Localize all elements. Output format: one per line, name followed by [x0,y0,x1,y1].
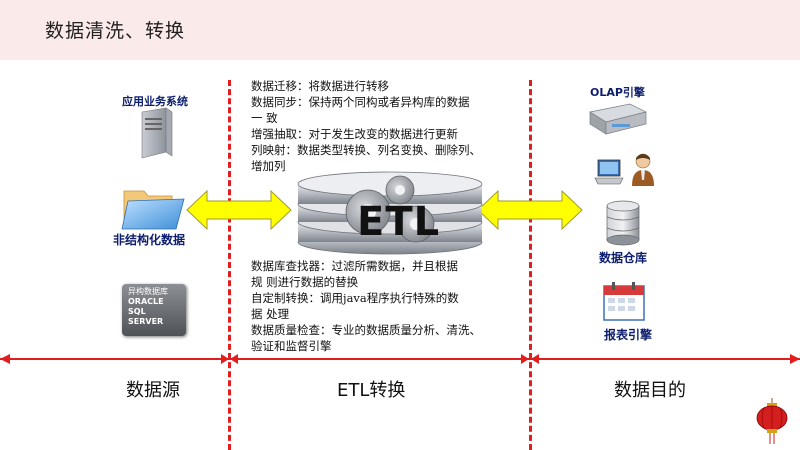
etl-bottom-line: 据 处理 [251,307,290,321]
divider-left [228,80,231,450]
etl-bottom-line: 自定制转换：调用java程序执行特殊的数 [251,291,459,305]
etl-bottom-line: 规 则进行数据的替换 [251,275,359,289]
report-engine-label: 报表引擎 [604,328,653,342]
db-box-sql: SQL [128,307,146,316]
db-box-oracle: ORACLE [128,297,164,306]
laptop-icon [594,159,624,185]
report-calendar-icon [603,282,645,321]
etl-transform-label: ETL转换 [337,380,406,401]
etl-top-line: 一 致 [251,111,278,125]
olap-engine-label: OLAP引擎 [590,86,645,99]
data-warehouse-label: 数据仓库 [599,251,648,265]
data-source-label: 数据源 [126,380,180,401]
etl-bottom-line: 验证和监督引擎 [251,339,332,353]
etl-top-description: 数据迁移：将数据进行转移 数据同步：保持两个同构或者异构库的数据 一 致 增强抽… [251,78,481,174]
etl-bottom-line: 数据质量检查：专业的数据质量分析、清洗、 [251,323,481,337]
etl-top-line: 列映射：数据类型转换、列名变换、删除列、 [251,143,481,157]
etl-database-gears-graphic [297,171,483,255]
etl-top-line: 增强抽取：对于发生改变的数据进行更新 [251,127,458,141]
page-title: 数据清洗、转换 [45,20,186,42]
double-arrow-right [477,189,583,231]
data-destination-label: 数据目的 [614,380,686,401]
red-lantern-icon [756,398,788,444]
db-box-title: 异构数据库 [128,287,168,296]
etl-bottom-description: 数据库查找器：过滤所需数据，并且根据 规 则进行数据的替换 自定制转换：调用ja… [251,258,481,354]
etl-top-line: 数据同步：保持两个同构或者异构库的数据 [251,95,470,109]
etl-top-line: 数据迁移：将数据进行转移 [251,79,389,93]
divider-right [529,80,532,450]
double-arrow-left [186,189,292,231]
header-bar: 数据清洗、转换 [0,0,800,60]
etl-center-label: ETL [357,199,441,245]
server-tower-icon [141,107,173,159]
database-cylinder-icon [606,200,640,246]
etl-bottom-line: 数据库查找器：过滤所需数据，并且根据 [251,259,458,273]
app-system-label: 应用业务系统 [122,95,188,108]
olap-server-icon [589,103,648,135]
heterogeneous-db-box: 异构数据库 ORACLE SQL SERVER [122,284,186,336]
etl-top-line: 增加列 [251,159,286,173]
folder-icon [121,190,185,230]
db-box-server: SERVER [128,317,164,326]
user-person-icon [632,153,654,186]
baseline-axis [0,358,800,360]
unstructured-data-label: 非结构化数据 [113,233,186,247]
